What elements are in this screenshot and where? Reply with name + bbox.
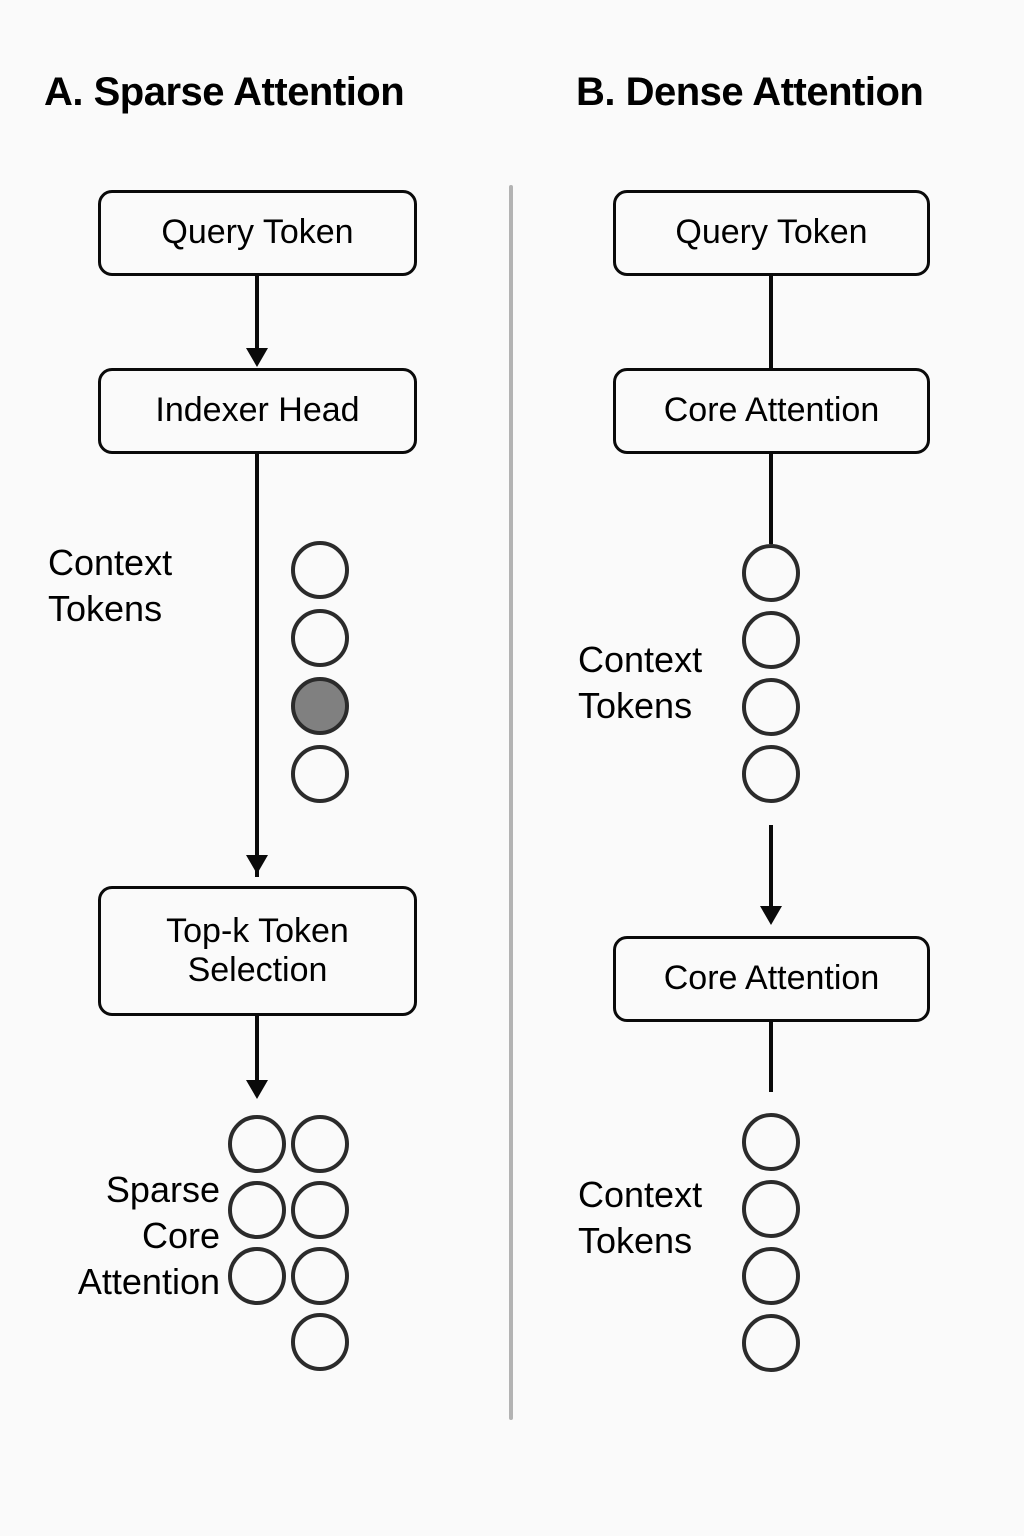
panel-b-query-token-box[interactable]: Query Token [613, 190, 930, 276]
panel-b-context-token-lower-2[interactable] [742, 1180, 800, 1238]
panel-a-query-token-box[interactable]: Query Token [98, 190, 417, 276]
panel-a-arrowhead-indexer-to-topk [246, 855, 268, 874]
panel-a-context-token-2[interactable] [291, 609, 349, 667]
panel-b-context-tokens-upper-label: Context Tokens [578, 639, 703, 727]
panel-a-indexer-head-box[interactable]: Indexer Head [98, 368, 417, 454]
panel-a-sparse-token-r1c2[interactable] [291, 1115, 349, 1173]
panel-a-context-tokens-label: Context Tokens [48, 542, 173, 630]
panel-a-sparse-token-r2c1[interactable] [228, 1181, 286, 1239]
panel-b-context-token-upper-2[interactable] [742, 611, 800, 669]
panel-b-title: B. Dense Attention [576, 70, 924, 114]
panel-b-context-tokens-lower-label: Context Tokens [578, 1174, 703, 1262]
panel-a-context-token-3-selected[interactable] [291, 677, 349, 735]
panel-a-topk-selection-box[interactable]: Top-k Token Selection [98, 886, 417, 1016]
panel-b-context-token-upper-4[interactable] [742, 745, 800, 803]
panel-a-arrowhead-query-to-indexer [246, 348, 268, 367]
panel-a-sparse-token-r4c2[interactable] [291, 1313, 349, 1371]
panel-a-sparse-token-r2c2[interactable] [291, 1181, 349, 1239]
panel-b-connector-tokens-to-core-attention-bottom [769, 825, 773, 910]
panel-b-context-token-upper-1[interactable] [742, 544, 800, 602]
panel-a-connector-indexer-to-topk [255, 454, 259, 877]
panel-b-context-token-lower-1[interactable] [742, 1113, 800, 1171]
panel-a-context-token-4[interactable] [291, 745, 349, 803]
panel-b-context-token-lower-3[interactable] [742, 1247, 800, 1305]
panel-b-core-attention-top-box[interactable]: Core Attention [613, 368, 930, 454]
panel-a-sparse-token-r3c2[interactable] [291, 1247, 349, 1305]
panel-divider [509, 185, 513, 1420]
panel-a-connector-topk-to-sparse-tokens [255, 1016, 259, 1084]
panel-a-arrowhead-topk-to-sparse-tokens [246, 1080, 268, 1099]
panel-b-context-token-lower-4[interactable] [742, 1314, 800, 1372]
panel-a-sparse-core-attention-label: Sparse Core Attention [77, 1169, 220, 1303]
panel-a-sparse-token-r1c1[interactable] [228, 1115, 286, 1173]
panel-b-context-token-upper-3[interactable] [742, 678, 800, 736]
panel-a-context-token-1[interactable] [291, 541, 349, 599]
panel-b-connector-query-to-core-attention-top [769, 276, 773, 368]
panel-a-topk-selection-line-1: Top-k Token [166, 911, 349, 950]
panel-b-arrowhead-tokens-to-core-attention-bottom [760, 906, 782, 925]
panel-b-core-attention-bottom-box[interactable]: Core Attention [613, 936, 930, 1022]
panel-a-sparse-token-r3c1[interactable] [228, 1247, 286, 1305]
panel-b-connector-core-attention-bottom-to-tokens [769, 1022, 773, 1092]
panel-a-connector-query-to-indexer [255, 276, 259, 350]
panel-b-connector-core-attention-top-to-tokens [769, 454, 773, 544]
panel-a-title: A. Sparse Attention [44, 70, 405, 114]
panel-a-topk-selection-line-2: Selection [187, 951, 328, 989]
